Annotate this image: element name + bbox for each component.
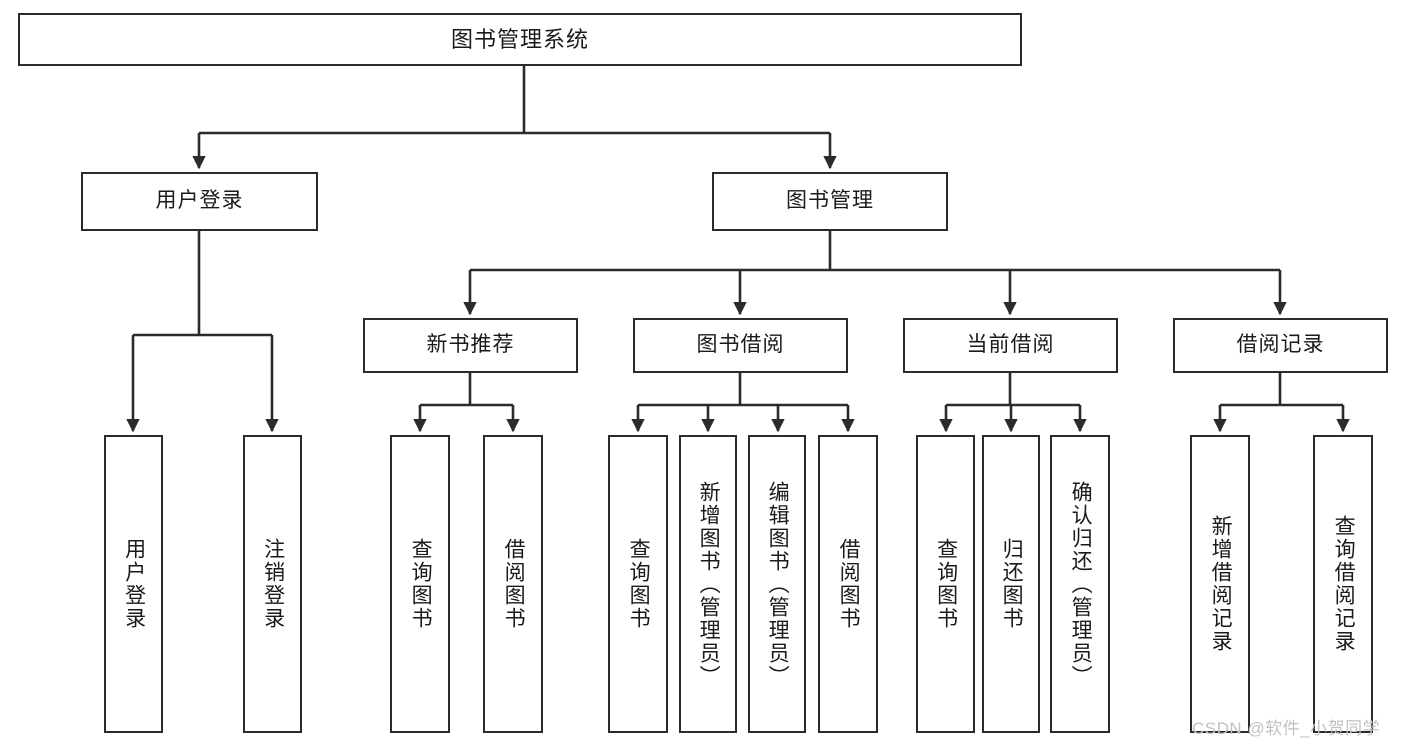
leaf-user-logout-label: 注销登录 <box>261 538 285 630</box>
leaf-edit-book-label: 编辑图书（管理员） <box>766 480 790 688</box>
leaf-confirm-return-label: 确认归还（管理员） <box>1069 480 1093 688</box>
leaf-query-book-1-label: 查询图书 <box>409 538 433 630</box>
leaf-user-login-label: 用户登录 <box>122 538 146 630</box>
leaf-confirm-return[interactable]: 确认归还（管理员） <box>1050 435 1110 733</box>
leaf-edit-book[interactable]: 编辑图书（管理员） <box>748 435 806 733</box>
node-root[interactable]: 图书管理系统 <box>18 13 1022 66</box>
leaf-query-book-1[interactable]: 查询图书 <box>390 435 450 733</box>
leaf-return-book-label: 归还图书 <box>1000 538 1024 630</box>
leaf-add-record[interactable]: 新增借阅记录 <box>1190 435 1250 733</box>
leaf-query-record-label: 查询借阅记录 <box>1332 515 1356 653</box>
leaf-query-book-2-label: 查询图书 <box>627 538 651 630</box>
leaf-borrow-book-2-label: 借阅图书 <box>837 538 861 630</box>
leaf-return-book[interactable]: 归还图书 <box>982 435 1040 733</box>
node-current-borrow[interactable]: 当前借阅 <box>903 318 1118 373</box>
leaf-borrow-book-1[interactable]: 借阅图书 <box>483 435 543 733</box>
leaf-borrow-book-2[interactable]: 借阅图书 <box>818 435 878 733</box>
leaf-query-record[interactable]: 查询借阅记录 <box>1313 435 1373 733</box>
leaf-user-logout[interactable]: 注销登录 <box>243 435 302 733</box>
csdn-watermark: CSDN @软件_小贺同学 <box>1192 719 1381 738</box>
leaf-borrow-book-1-label: 借阅图书 <box>502 538 526 630</box>
leaf-add-book-label: 新增图书（管理员） <box>697 480 721 688</box>
leaf-query-book-3[interactable]: 查询图书 <box>916 435 975 733</box>
node-book-management[interactable]: 图书管理 <box>712 172 948 231</box>
node-new-book-recommend[interactable]: 新书推荐 <box>363 318 578 373</box>
node-book-borrow[interactable]: 图书借阅 <box>633 318 848 373</box>
leaf-query-book-3-label: 查询图书 <box>934 538 958 630</box>
node-user-login[interactable]: 用户登录 <box>81 172 318 231</box>
node-borrow-record[interactable]: 借阅记录 <box>1173 318 1388 373</box>
leaf-user-login[interactable]: 用户登录 <box>104 435 163 733</box>
leaf-add-book[interactable]: 新增图书（管理员） <box>679 435 737 733</box>
leaf-add-record-label: 新增借阅记录 <box>1209 515 1233 653</box>
leaf-query-book-2[interactable]: 查询图书 <box>608 435 668 733</box>
